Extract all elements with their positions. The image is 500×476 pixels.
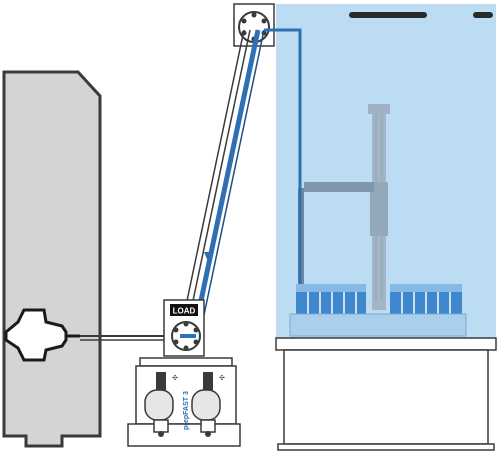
valve-icon: LOAD bbox=[163, 299, 205, 357]
nebulizer-icon bbox=[4, 308, 80, 362]
valve-state-label: LOAD bbox=[173, 307, 196, 316]
flow-direction-arrow bbox=[204, 252, 214, 264]
syringe-pump-icon: ✣ bbox=[144, 372, 178, 437]
module-name-label: prepFAST 3 bbox=[183, 391, 190, 430]
syringe-pump-icon: ✣ bbox=[191, 372, 225, 437]
svg-text:✣: ✣ bbox=[172, 374, 178, 382]
prepfast-module: ✣ ✣ prepFAST 3 bbox=[127, 357, 241, 447]
sample-line bbox=[264, 28, 302, 284]
instrument-body bbox=[2, 70, 102, 448]
diagonal-tubing bbox=[179, 29, 265, 335]
vial-rack bbox=[289, 284, 467, 337]
autosampler-base bbox=[275, 337, 497, 451]
top-valve bbox=[233, 3, 275, 47]
svg-text:✣: ✣ bbox=[219, 374, 225, 382]
